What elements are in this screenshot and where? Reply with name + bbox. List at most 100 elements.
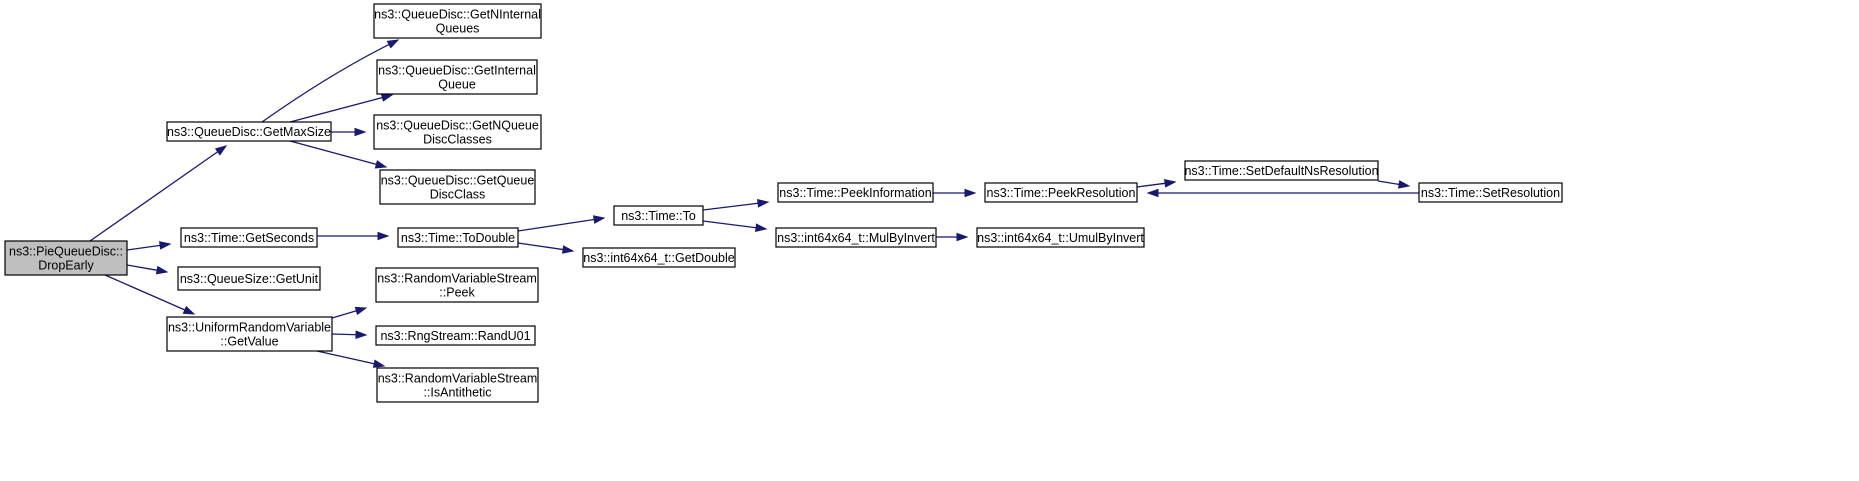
edge-line bbox=[289, 140, 378, 166]
node-label-line: ns3::int64x64_t::MulByInvert bbox=[777, 231, 935, 245]
node-label-line: ns3::Time::PeekInformation bbox=[779, 186, 931, 200]
node-box bbox=[373, 114, 542, 150]
edge-line bbox=[126, 264, 159, 272]
node-label-line: ns3::Time::SetDefaultNsResolution bbox=[1184, 164, 1378, 178]
node-box bbox=[582, 247, 736, 268]
node-get-unit[interactable]: ns3::QueueSize::GetUnit bbox=[177, 266, 321, 291]
edge-root-to-get-max-size bbox=[89, 145, 228, 242]
node-get-double[interactable]: ns3::int64x64_t::GetDouble bbox=[582, 247, 736, 268]
node-label-line: ::GetValue bbox=[220, 335, 278, 349]
arrowhead bbox=[562, 245, 575, 254]
node-label-line: ns3::QueueDisc::GetNInternal bbox=[374, 8, 541, 22]
arrowhead bbox=[592, 215, 606, 224]
node-label-line: ns3::Time::GetSeconds bbox=[184, 231, 314, 245]
node-peek-resolution[interactable]: ns3::Time::PeekResolution bbox=[984, 182, 1138, 203]
edge-line bbox=[316, 350, 376, 365]
node-uniform-get-value[interactable]: ns3::UniformRandomVariable::GetValue bbox=[166, 316, 333, 352]
node-label-line: ns3::Time::To bbox=[621, 209, 696, 223]
arrowhead bbox=[386, 39, 400, 49]
node-label-line: ns3::QueueDisc::GetNQueue bbox=[376, 119, 539, 133]
edge-get-max-size-to-get-n-internal-queues bbox=[261, 39, 400, 123]
edge-to-double-to-get-double bbox=[517, 242, 575, 254]
node-label-line: Queues bbox=[436, 22, 480, 36]
edge-set-default-ns-resolution-to-set-resolution bbox=[1377, 180, 1411, 189]
node-root[interactable]: ns3::PieQueueDisc::DropEarly bbox=[4, 240, 128, 276]
node-label-line: ns3::Time::PeekResolution bbox=[987, 186, 1136, 200]
node-set-default-ns-resolution[interactable]: ns3::Time::SetDefaultNsResolution bbox=[1184, 160, 1379, 181]
node-box bbox=[4, 240, 128, 276]
node-label-line: ns3::PieQueueDisc:: bbox=[9, 245, 123, 259]
node-box bbox=[376, 367, 539, 403]
edge-get-seconds-to-to-double bbox=[317, 231, 390, 241]
node-umul-by-invert[interactable]: ns3::int64x64_t::UmulByInvert bbox=[976, 227, 1145, 248]
arrowhead bbox=[354, 306, 368, 316]
node-get-seconds[interactable]: ns3::Time::GetSeconds bbox=[180, 227, 318, 248]
arrowhead bbox=[380, 93, 394, 102]
arrowhead bbox=[1146, 188, 1159, 198]
node-label-line: DiscClass bbox=[430, 188, 486, 202]
node-label-line: DropEarly bbox=[38, 259, 94, 273]
edge-time-to-to-mul-by-invert bbox=[702, 220, 768, 232]
edge-line bbox=[702, 202, 760, 211]
node-is-antithetic[interactable]: ns3::RandomVariableStream::IsAntithetic bbox=[376, 367, 539, 403]
node-box bbox=[397, 227, 519, 248]
node-box bbox=[984, 182, 1138, 203]
arrowhead bbox=[374, 160, 388, 169]
node-box bbox=[166, 316, 333, 352]
arrowhead bbox=[155, 265, 169, 275]
edge-uniform-get-value-to-is-antithetic bbox=[316, 350, 386, 368]
node-peek-information[interactable]: ns3::Time::PeekInformation bbox=[777, 182, 934, 203]
edge-to-double-to-time-to bbox=[517, 215, 606, 232]
edge-get-max-size-to-get-n-queue-disc-classes bbox=[331, 127, 367, 137]
node-to-double[interactable]: ns3::Time::ToDouble bbox=[397, 227, 519, 248]
edge-peek-resolution-to-set-default-ns-resolution bbox=[1136, 179, 1177, 188]
arrowhead bbox=[354, 127, 367, 137]
arrowhead bbox=[1397, 180, 1411, 189]
node-time-to[interactable]: ns3::Time::To bbox=[613, 205, 704, 226]
node-label-line: ::IsAntithetic bbox=[423, 386, 491, 400]
node-box bbox=[777, 182, 934, 203]
arrowhead bbox=[377, 231, 390, 241]
node-stream-peek[interactable]: ns3::RandomVariableStream::Peek bbox=[375, 267, 539, 303]
node-label-line: Queue bbox=[438, 78, 476, 92]
edge-line bbox=[702, 220, 758, 229]
edge-mul-by-invert-to-umul-by-invert bbox=[936, 232, 969, 242]
node-rand-u01[interactable]: ns3::RngStream::RandU01 bbox=[375, 325, 536, 346]
node-label-line: ns3::QueueDisc::GetMaxSize bbox=[167, 125, 331, 139]
node-label-line: ns3::QueueDisc::GetQueue bbox=[381, 174, 535, 188]
arrowhead bbox=[956, 232, 969, 242]
node-box bbox=[166, 121, 332, 142]
node-box bbox=[976, 227, 1145, 248]
node-label-line: ::Peek bbox=[439, 286, 475, 300]
edge-line bbox=[104, 274, 187, 311]
edge-line bbox=[126, 244, 162, 251]
edge-line bbox=[1377, 180, 1401, 186]
node-label-line: ns3::RandomVariableStream bbox=[378, 372, 538, 386]
node-set-resolution[interactable]: ns3::Time::SetResolution bbox=[1418, 182, 1563, 203]
edges-layer bbox=[89, 39, 1419, 368]
edge-uniform-get-value-to-rand-u01 bbox=[331, 330, 368, 339]
node-label-line: ns3::int64x64_t::GetDouble bbox=[583, 251, 735, 265]
arrowhead bbox=[755, 223, 768, 232]
node-box bbox=[1418, 182, 1563, 203]
node-label-line: ns3::Time::ToDouble bbox=[401, 231, 515, 245]
node-box bbox=[775, 227, 937, 248]
node-mul-by-invert[interactable]: ns3::int64x64_t::MulByInvert bbox=[775, 227, 937, 248]
arrowhead bbox=[355, 330, 368, 339]
node-box bbox=[177, 266, 321, 291]
node-box bbox=[1184, 160, 1379, 181]
node-box bbox=[375, 267, 539, 303]
edge-line bbox=[89, 150, 219, 242]
edge-line bbox=[331, 333, 358, 336]
node-label-line: ns3::RandomVariableStream bbox=[377, 272, 537, 286]
edge-get-max-size-to-get-queue-disc-class bbox=[289, 140, 388, 169]
node-get-max-size[interactable]: ns3::QueueDisc::GetMaxSize bbox=[166, 121, 332, 142]
edge-line bbox=[261, 43, 391, 123]
node-box bbox=[613, 205, 704, 226]
edge-uniform-get-value-to-stream-peek bbox=[331, 306, 368, 319]
